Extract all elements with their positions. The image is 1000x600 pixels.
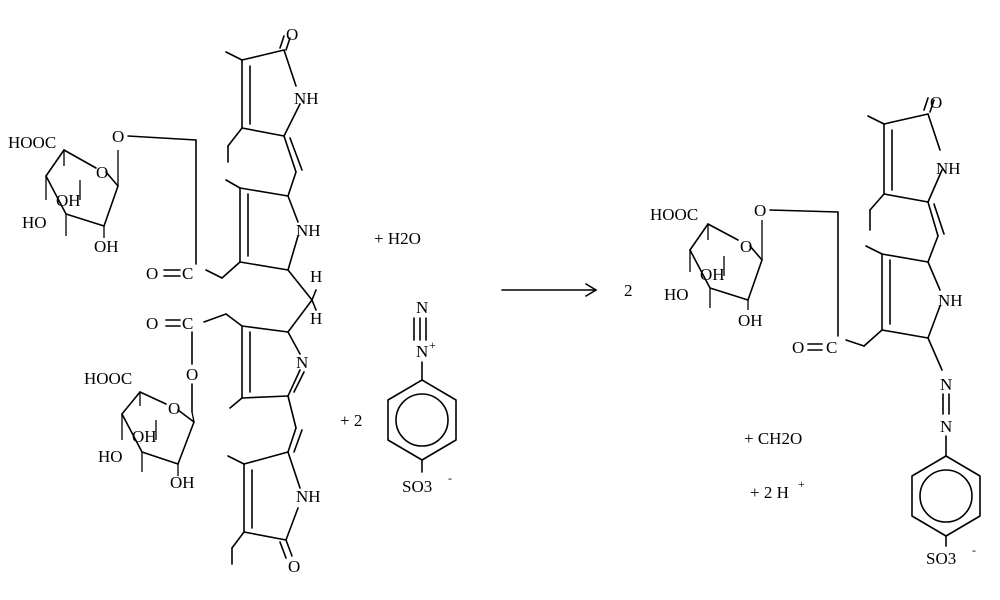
product-so3-label: SO3: [926, 549, 956, 568]
pyrroline-ring: [225, 299, 313, 429]
formaldehyde-byproduct: + CH2O: [744, 429, 802, 448]
diazonium-so3-charge: -: [448, 471, 452, 485]
product-molecule: O NH NH N N SO3 -: [650, 93, 981, 568]
lower-link-o-label: O: [186, 365, 198, 384]
upper-cooh-label: HOOC: [8, 133, 56, 152]
reactant-molecule: O NH NH H H O C: [8, 25, 322, 576]
product-ester-o-label: O: [792, 338, 804, 357]
upper-pyrrole-nh-label: NH: [296, 221, 321, 240]
upper-oh2-label: HO: [22, 213, 47, 232]
top-oxo-label: O: [286, 25, 298, 44]
diazonium-aromatic-circle: [395, 393, 449, 447]
upper-ester-c-label: C: [182, 264, 193, 283]
product-oxo-label: O: [930, 93, 942, 112]
product-aromatic-circle: [919, 469, 973, 523]
product-benzene-ring: [911, 455, 981, 537]
methylene-h1-label: H: [310, 267, 322, 286]
lower-ring-o-label: O: [168, 399, 180, 418]
lower-ester-o-label: O: [146, 314, 158, 333]
lower-oh1-label: OH: [132, 427, 157, 446]
diazonium-so3-label: SO3: [402, 477, 432, 496]
protons-charge: +: [798, 477, 805, 491]
lower-glucuronide-ring: [121, 391, 195, 476]
water-reagent: + H2O: [374, 229, 421, 248]
diazonium-charge: +: [429, 338, 436, 352]
product-azo-group: N N: [940, 375, 952, 457]
upper-link-o-label: O: [112, 127, 124, 146]
upper-ester-o-label: O: [146, 264, 158, 283]
product-glucuronide-ring: [689, 220, 763, 310]
product-pyrrole-ring: [863, 235, 943, 371]
lower-ester-c-label: C: [182, 314, 193, 333]
upper-ring-o-label: O: [96, 163, 108, 182]
diazonium-salt: N N + SO3 -: [387, 298, 457, 496]
product-oh1-label: OH: [700, 265, 725, 284]
product-pyrrole-nh-label: NH: [938, 291, 963, 310]
upper-glucuronide-ring: [45, 149, 119, 238]
product-cooh-label: HOOC: [650, 205, 698, 224]
product-so3-charge: -: [972, 543, 976, 557]
top-pyrrolone-ring: [225, 35, 303, 173]
product-oh2-label: HO: [664, 285, 689, 304]
pyrroline-n-label: N: [296, 353, 308, 372]
diazonium-coefficient: + 2: [340, 411, 362, 430]
diazonium-n1-label: N: [416, 298, 428, 317]
bottom-pyrrolone-ring: [227, 427, 303, 565]
product-oh3-label: OH: [738, 311, 763, 330]
azo-n1-label: N: [940, 375, 952, 394]
product-pyrrolone-nh-label: NH: [936, 159, 961, 178]
product-ester-c-label: C: [826, 338, 837, 357]
bottom-nh-label: NH: [296, 487, 321, 506]
lower-cooh-label: HOOC: [84, 369, 132, 388]
bottom-oxo-label: O: [288, 557, 300, 576]
product-pyrrolone-ring: [867, 97, 945, 237]
reaction-arrow: [501, 283, 597, 297]
protons-byproduct: + 2 H: [750, 483, 789, 502]
top-nh-label: NH: [294, 89, 319, 108]
diazonium-n2-label: N: [416, 342, 428, 361]
lower-oh2-label: HO: [98, 447, 123, 466]
lower-oh3-label: OH: [170, 473, 195, 492]
upper-oh3-label: OH: [94, 237, 119, 256]
product-link-o-label: O: [754, 201, 766, 220]
product-ring-o-label: O: [740, 237, 752, 256]
diazonium-benzene-ring: [387, 379, 457, 461]
upper-oh1-label: OH: [56, 191, 81, 210]
methylene-h2-label: H: [310, 309, 322, 328]
product-coefficient: 2: [624, 281, 633, 300]
upper-pyrrole-ring: [221, 171, 313, 301]
azo-n2-label: N: [940, 417, 952, 436]
